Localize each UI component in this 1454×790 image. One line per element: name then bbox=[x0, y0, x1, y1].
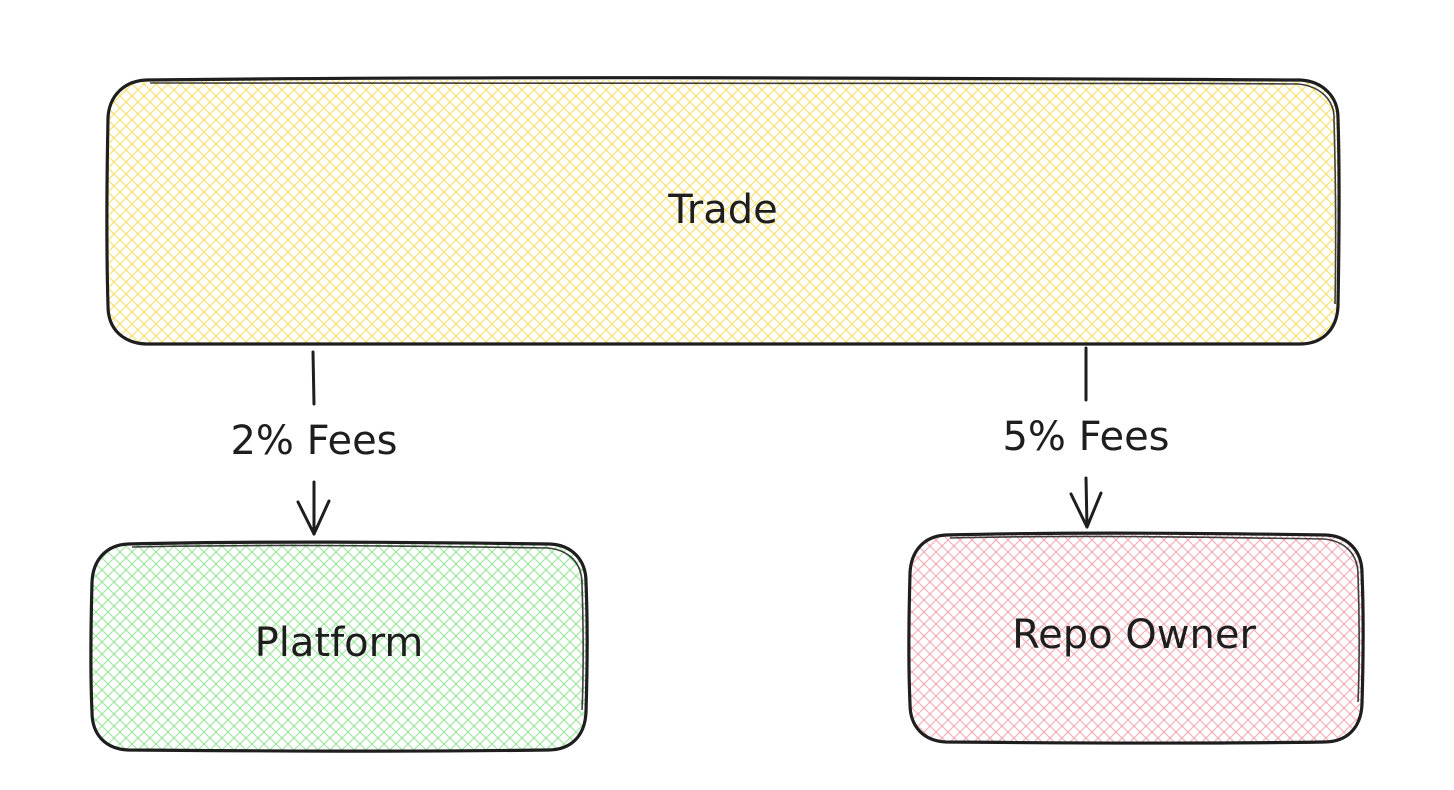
trade-label: Trade bbox=[667, 187, 778, 233]
arrow-head bbox=[1069, 491, 1103, 529]
repo-owner-label: Repo Owner bbox=[1012, 612, 1256, 658]
trade-node[interactable]: Trade bbox=[105, 76, 1341, 347]
owner-fee-label: 5% Fees bbox=[1002, 414, 1169, 460]
trade-to-repo-owner-arrow[interactable]: 5% Fees bbox=[1002, 346, 1170, 529]
trade-to-platform-arrow[interactable]: 2% Fees bbox=[230, 350, 398, 536]
arrow-head bbox=[296, 499, 331, 536]
platform-fee-label: 2% Fees bbox=[230, 418, 397, 464]
arrow-shaft-upper bbox=[311, 350, 316, 406]
arrow-shaft-lower bbox=[1084, 476, 1089, 529]
platform-node[interactable]: Platform bbox=[89, 540, 589, 753]
repo-owner-node[interactable]: Repo Owner bbox=[907, 531, 1365, 745]
platform-label: Platform bbox=[255, 620, 424, 666]
